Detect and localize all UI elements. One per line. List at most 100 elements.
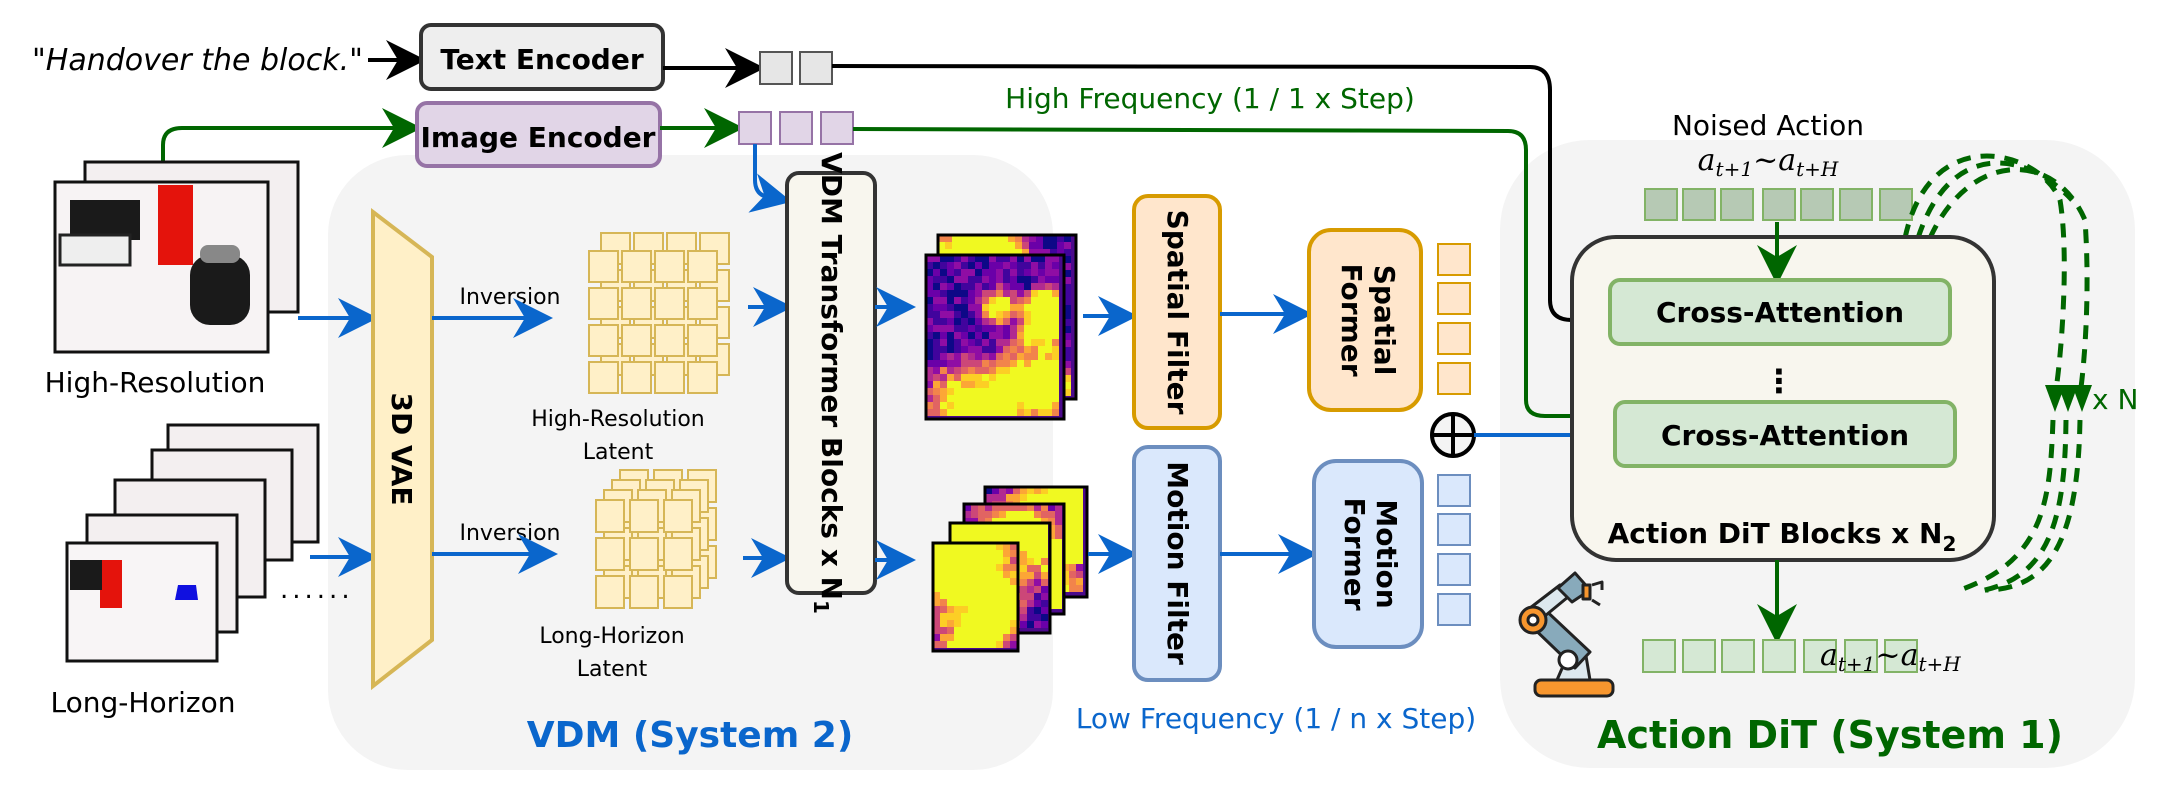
- cross-attention-ellipsis: ⋮: [1763, 362, 1795, 400]
- latent-cell: [663, 537, 693, 571]
- image-to-vdm-line: [748, 144, 792, 213]
- latent-cell: [654, 324, 685, 357]
- vdm-transformer-label: VDM Transformer Blocks x N1: [809, 152, 848, 614]
- latent-cell: [621, 287, 652, 320]
- cross-attention-block-1: Cross-Attention: [1608, 278, 1952, 346]
- output-range-sub1: t+1: [1838, 652, 1876, 676]
- text-tokens: [759, 51, 833, 85]
- long-horizon-ellipsis: ......: [280, 575, 354, 605]
- latent-cell: [595, 575, 625, 609]
- latent-cell: [629, 499, 659, 533]
- lh-latent-label-line1: Long-Horizon: [539, 624, 684, 649]
- latent-cell: [588, 361, 619, 394]
- noised-action-token: [1839, 188, 1873, 221]
- motion-tokens: [1437, 474, 1471, 626]
- cross-attention-2-label: Cross-Attention: [1661, 419, 1909, 452]
- feature-map: [924, 253, 1066, 421]
- noised-action-token: [1762, 188, 1796, 221]
- latent-cell: [629, 575, 659, 609]
- output-action-token: [1762, 639, 1796, 673]
- text-to-dit-line: [831, 64, 1613, 340]
- motion-former-label-line1: Motion: [1370, 499, 1403, 608]
- text-encoder: Text Encoder: [419, 23, 665, 91]
- noised-action-range: at+1~at+H: [1698, 143, 1839, 181]
- motion-former-label-line2: Former: [1338, 497, 1371, 610]
- cross-attention-1-label: Cross-Attention: [1656, 296, 1904, 329]
- dit-section-title: Action DiT (System 1): [1597, 713, 2063, 757]
- spatial-filter-label: Spatial Filter: [1161, 210, 1194, 415]
- latent-cell: [588, 324, 619, 357]
- inversion-label-top: Inversion: [459, 285, 560, 310]
- spatial-former-label-line2: Former: [1335, 263, 1368, 376]
- vdm-transformer-label-sub: 1: [809, 600, 833, 614]
- repeat-arrowheads: [2045, 385, 2092, 412]
- noised-range-a1: a: [1698, 143, 1716, 178]
- high-frequency-label: High Frequency (1 / 1 x Step): [1005, 82, 1415, 115]
- latent-cell: [654, 250, 685, 283]
- output-range-a1: a: [1820, 638, 1838, 673]
- high-resolution-frames: [53, 160, 300, 354]
- noised-action-token: [1720, 188, 1754, 221]
- latent-cell: [687, 324, 718, 357]
- latent-cell: [588, 287, 619, 320]
- noised-action-token: [1800, 188, 1834, 221]
- latent-cell: [687, 250, 718, 283]
- vdm-transformer-label-main: VDM Transformer Blocks x N: [815, 152, 848, 600]
- hr-latent-label-line2: Latent: [583, 440, 654, 465]
- output-range-a2: a: [1901, 638, 1919, 673]
- long-horizon-latent: [595, 469, 717, 609]
- noised-action-tokens: [1644, 188, 1913, 221]
- output-action-tokens: [1642, 639, 1918, 673]
- dit-blocks-label: Action DiT Blocks x N2: [1608, 517, 1957, 556]
- spatial-former: Spatial Former: [1307, 228, 1423, 412]
- spatial-feature-maps: [924, 233, 1078, 421]
- latent-cell: [654, 287, 685, 320]
- noised-action-token: [1682, 188, 1716, 221]
- latent-cell: [595, 537, 625, 571]
- inversion-label-bottom: Inversion: [459, 521, 560, 546]
- vdm-transformer-block: VDM Transformer Blocks x N1: [785, 152, 877, 614]
- dit-blocks-label-main: Action DiT Blocks x N: [1608, 517, 1943, 550]
- prompt-text: "Handover the block.": [32, 43, 363, 78]
- long-horizon-frames: [65, 423, 320, 663]
- noised-range-a2: a: [1778, 143, 1796, 178]
- output-action-range: at+1~at+H: [1820, 638, 1961, 676]
- spatial-tokens: [1437, 243, 1471, 395]
- low-frequency-label: Low Frequency (1 / n x Step): [1076, 702, 1476, 735]
- output-range-tilde: ~: [1875, 638, 1900, 673]
- noised-action-label: Noised Action: [1672, 109, 1864, 142]
- combine-plus-icon: [1430, 412, 1476, 458]
- vae-block: 3D VAE: [371, 207, 434, 691]
- latent-cell: [663, 575, 693, 609]
- output-action-token: [1844, 639, 1878, 673]
- latent-cell: [663, 499, 693, 533]
- vdm-section-title: VDM (System 2): [527, 715, 854, 756]
- vae-label: 3D VAE: [385, 392, 418, 505]
- image-tokens: [738, 111, 854, 145]
- image-encoder-label: Image Encoder: [420, 121, 655, 154]
- output-action-token: [1721, 639, 1755, 673]
- image-to-dit-line: [852, 127, 1620, 436]
- lh-latent-label-line2: Latent: [577, 657, 648, 682]
- latent-cell: [621, 324, 652, 357]
- repeat-count-label: x N: [2092, 383, 2138, 416]
- output-action-token: [1642, 639, 1676, 673]
- long-horizon-label: Long-Horizon: [51, 686, 236, 719]
- latent-cell: [629, 537, 659, 571]
- motion-feature-maps: [931, 485, 1089, 653]
- repeat-loop-arrows: [1902, 153, 2090, 595]
- image-encoder: Image Encoder: [415, 101, 662, 168]
- noised-action-token: [1879, 188, 1913, 221]
- cross-attention-block-2: Cross-Attention: [1613, 400, 1957, 468]
- spatial-former-label-line1: Spatial: [1368, 265, 1401, 376]
- latent-cell: [595, 499, 625, 533]
- image-input-line: [161, 108, 422, 180]
- output-range-sub2: t+H: [1918, 652, 1961, 676]
- motion-filter-label: Motion Filter: [1161, 461, 1194, 665]
- noised-action-token: [1644, 188, 1678, 221]
- noised-range-sub1: t+1: [1716, 157, 1754, 181]
- output-action-token: [1803, 639, 1837, 673]
- text-encoder-label: Text Encoder: [440, 43, 643, 76]
- hr-latent-label-line1: High-Resolution: [531, 407, 704, 432]
